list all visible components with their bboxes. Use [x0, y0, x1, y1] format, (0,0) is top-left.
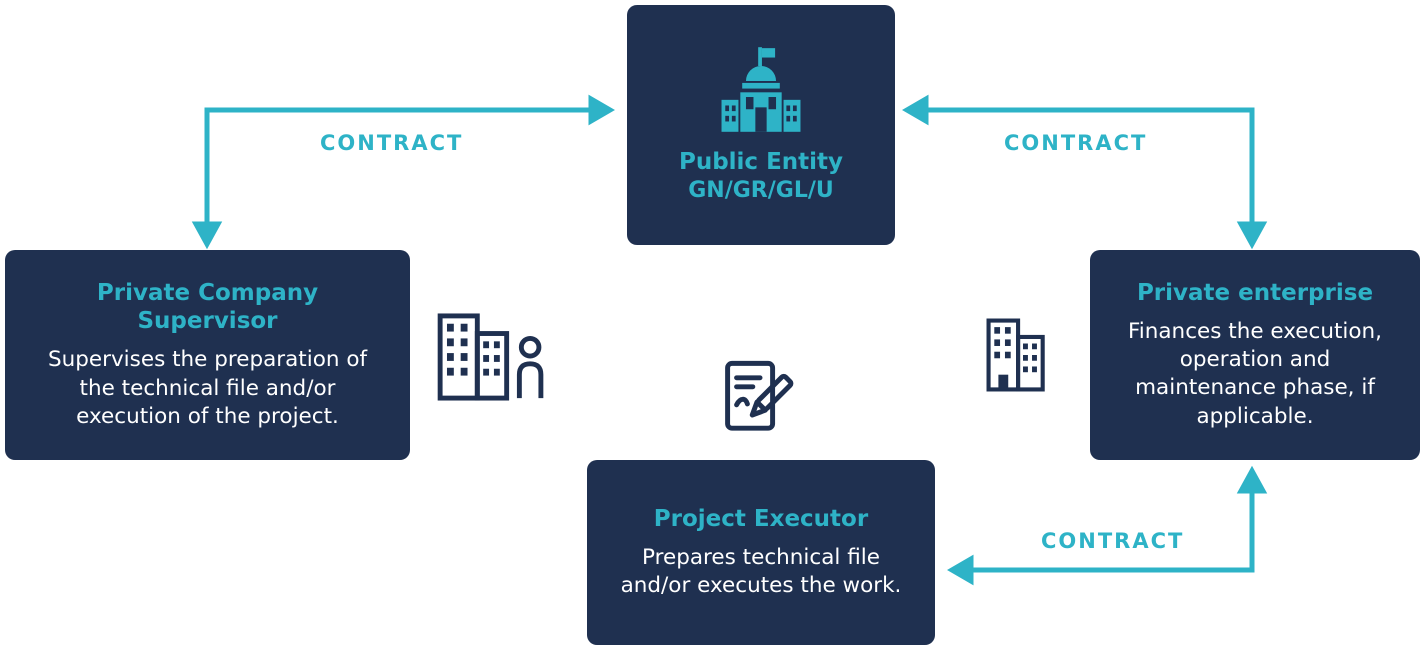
node-private-company-supervisor: Private Company Supervisor Supervises th…: [5, 250, 410, 460]
node-private-enterprise: Private enterprise Finances the executio…: [1090, 250, 1420, 460]
arrowhead-left-bottom: [947, 554, 974, 586]
document-pen-icon: [715, 358, 805, 443]
contract-label-bottom: CONTRACT: [1041, 529, 1185, 553]
enterprise-title: Private enterprise: [1136, 279, 1374, 306]
connector-supervisor-public: [204, 107, 591, 226]
buildings-icon: [982, 312, 1064, 402]
connector-enterprise-public: [926, 107, 1255, 226]
public-entity-title: Public Entity: [678, 148, 844, 175]
executor-title: Project Executor: [653, 505, 869, 532]
node-public-entity: Public Entity GN/GR/GL/U: [627, 5, 895, 245]
executor-body: Prepares technical file and/or executes …: [620, 544, 902, 598]
enterprise-body: Finances the execution, operation and ma…: [1127, 318, 1382, 429]
arrowhead-down-left: [191, 221, 223, 250]
contract-label-right: CONTRACT: [1004, 131, 1148, 155]
arrowhead-left-top: [902, 94, 929, 126]
arrowhead-up-right: [1236, 465, 1268, 494]
supervisor-body: Supervises the preparation of the techni…: [47, 347, 368, 429]
supervisor-title: Private Company Supervisor: [96, 279, 319, 335]
government-building-icon: [714, 46, 808, 136]
public-entity-subtitle: GN/GR/GL/U: [688, 178, 834, 204]
arrowhead-down-right: [1236, 221, 1268, 250]
node-project-executor: Project Executor Prepares technical file…: [587, 460, 935, 645]
arrowhead-right-top: [588, 94, 615, 126]
buildings-person-icon: [432, 312, 550, 406]
contract-label-left: CONTRACT: [320, 131, 464, 155]
